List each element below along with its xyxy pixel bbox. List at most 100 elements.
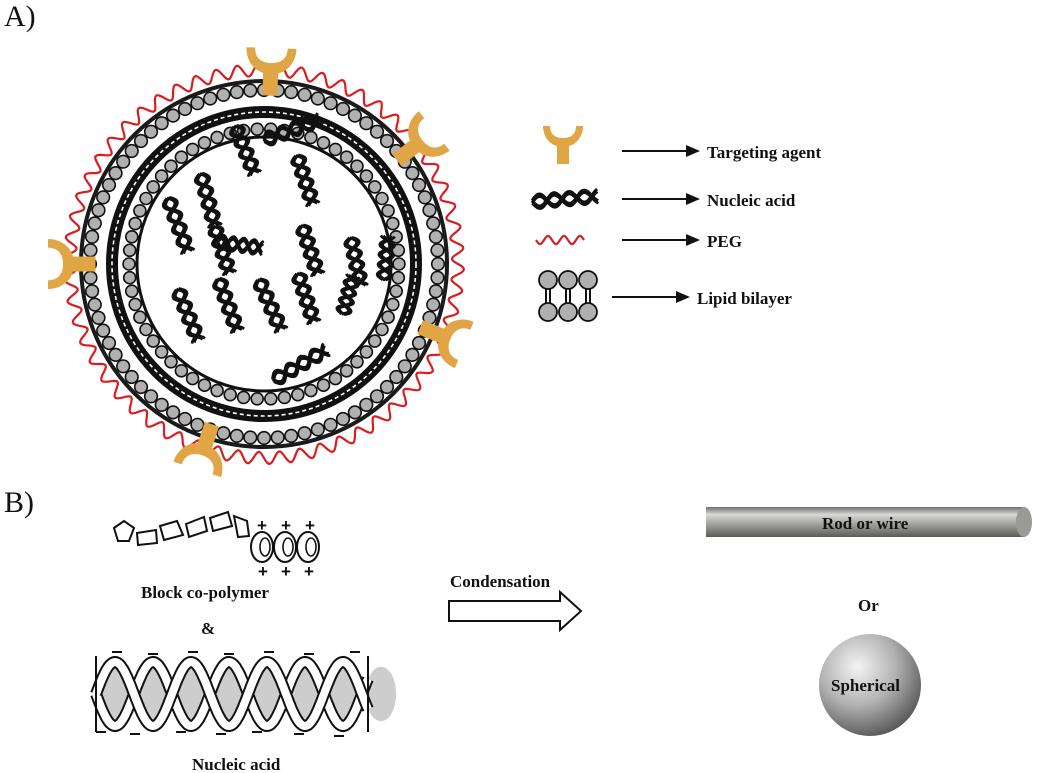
legend-arrowhead — [686, 234, 700, 246]
lipid-head — [154, 345, 169, 359]
targeting-agent — [173, 421, 223, 478]
svg-text:+: + — [304, 562, 314, 581]
lipid-head — [263, 391, 278, 406]
rod-body — [706, 507, 1024, 537]
lipid-head — [359, 169, 374, 183]
lipid-head — [411, 335, 427, 351]
lipid-head — [177, 101, 193, 117]
lipid-head — [125, 284, 139, 299]
lipid-head — [236, 390, 251, 405]
nucleic-acid-label: Nucleic acid — [192, 755, 281, 773]
lipid-bilayer-icon — [538, 270, 598, 322]
svg-text:+: + — [281, 562, 291, 581]
lipid-head — [185, 371, 200, 386]
lipid-head — [128, 216, 142, 231]
nucleic-acid-strand — [171, 287, 206, 344]
nucleic-acid-strand — [229, 124, 263, 178]
or-label: Or — [858, 596, 879, 615]
nucleic-acid-helix — [90, 655, 397, 733]
nucleic-acid-strand — [161, 195, 196, 255]
lipid-head — [133, 310, 147, 325]
panel-a-label: A) — [4, 0, 36, 33]
lipid-head — [426, 216, 441, 231]
lipid-head — [335, 411, 351, 427]
lipid-head — [422, 203, 437, 218]
lipid-head — [243, 83, 258, 98]
lipid-head — [316, 136, 331, 150]
cationic-coil — [250, 531, 320, 563]
nucleic-acid-strand — [291, 271, 322, 326]
targeting-agent — [417, 319, 474, 369]
lipid-head — [428, 229, 444, 244]
nucleic-acid-strand — [290, 153, 321, 208]
block-copolymer-chain: +++ +++ — [112, 510, 320, 581]
lipid-head — [391, 243, 406, 258]
lipid-head — [197, 136, 212, 150]
lipid-head — [339, 363, 354, 378]
nucleic-acid-strand — [375, 234, 396, 282]
lipid-head — [146, 334, 160, 348]
targeting-agent — [392, 111, 450, 167]
lipid-head — [164, 159, 178, 173]
lipid-head — [133, 204, 147, 218]
lipid-head — [375, 322, 389, 337]
lipid-head — [216, 87, 231, 102]
lipid-head — [96, 190, 111, 205]
legend: Targeting agent Nucleic acid PEG — [530, 126, 821, 322]
lipid-head — [87, 297, 102, 312]
lipid-head — [101, 335, 117, 351]
lipid-head — [381, 310, 395, 325]
lipid-head — [430, 270, 445, 285]
lipid-head — [122, 257, 136, 271]
block-copolymer-label: Block co-polymer — [141, 583, 269, 602]
spherical-label: Spherical — [831, 676, 900, 695]
negative-charges — [96, 651, 360, 737]
surface-targeting-agents — [48, 47, 474, 478]
outer-lipid-heads — [82, 82, 446, 446]
legend-label-targeting-agent: Targeting agent — [707, 143, 821, 162]
lipid-head — [290, 387, 305, 402]
lipid-head — [116, 359, 131, 374]
lipid-head — [96, 323, 111, 338]
lipid-head — [154, 116, 169, 131]
positive-charges: +++ +++ — [257, 516, 315, 581]
lipid-head — [323, 96, 338, 111]
lipid-head — [124, 369, 139, 385]
lipid-head — [405, 166, 420, 181]
lipid-head — [392, 257, 406, 271]
lipid-head — [389, 369, 404, 385]
lipid-head — [108, 347, 123, 363]
lipid-head — [116, 154, 131, 169]
lipid-head — [430, 256, 446, 272]
legend-item-nucleic-acid: Nucleic acid — [530, 187, 796, 210]
encapsulated-nucleic-acids — [161, 112, 396, 386]
lipid-head — [347, 108, 363, 123]
sphere-body — [819, 634, 921, 736]
lipid-head — [350, 354, 364, 369]
lipid-head — [243, 430, 258, 445]
nucleic-acid-strand — [215, 233, 265, 257]
lipid-head — [190, 417, 205, 432]
lipid-head — [369, 389, 385, 404]
lipid-head — [350, 159, 364, 173]
peg-icon — [535, 234, 585, 246]
lipid-head — [359, 397, 374, 412]
lipid-head — [411, 177, 427, 193]
lipid-head — [83, 270, 98, 285]
lipid-head — [430, 243, 445, 258]
targeting-agent — [48, 239, 96, 289]
rod-or-wire: Rod or wire — [706, 507, 1032, 537]
lipid-head — [84, 284, 100, 299]
lipid-head — [310, 422, 325, 437]
lipid-head — [250, 122, 265, 136]
nucleic-acid-strand — [530, 187, 600, 210]
legend-label-nucleic-acid: Nucleic acid — [707, 191, 796, 210]
lipid-head — [297, 426, 312, 441]
svg-text:+: + — [305, 516, 315, 535]
inner-lipid-heads — [122, 122, 406, 406]
legend-item-targeting-agent: Targeting agent — [543, 126, 821, 164]
lipid-head — [210, 130, 224, 145]
condensation-label: Condensation — [450, 572, 551, 591]
nucleic-acid-strand — [271, 342, 331, 386]
